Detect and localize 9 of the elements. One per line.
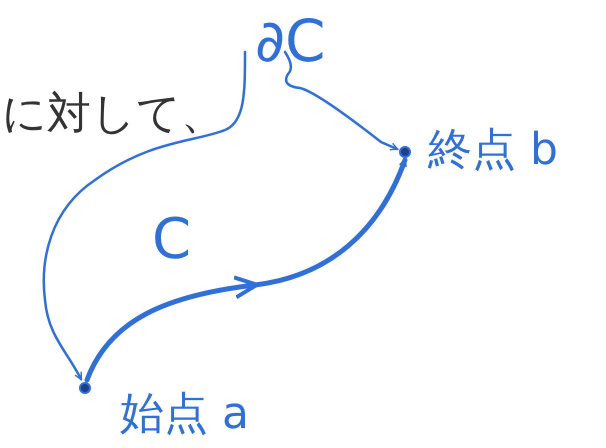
arrow [84,158,408,382]
point-label: 終点 b [428,128,558,172]
arrow [284,50,398,150]
note-text: に対して、 [2,92,225,136]
point-dot [79,382,91,394]
arrow [42,50,246,380]
math-label: ∂C [255,12,326,70]
point-label: 始点 a [120,392,249,436]
point-dot [399,146,411,158]
